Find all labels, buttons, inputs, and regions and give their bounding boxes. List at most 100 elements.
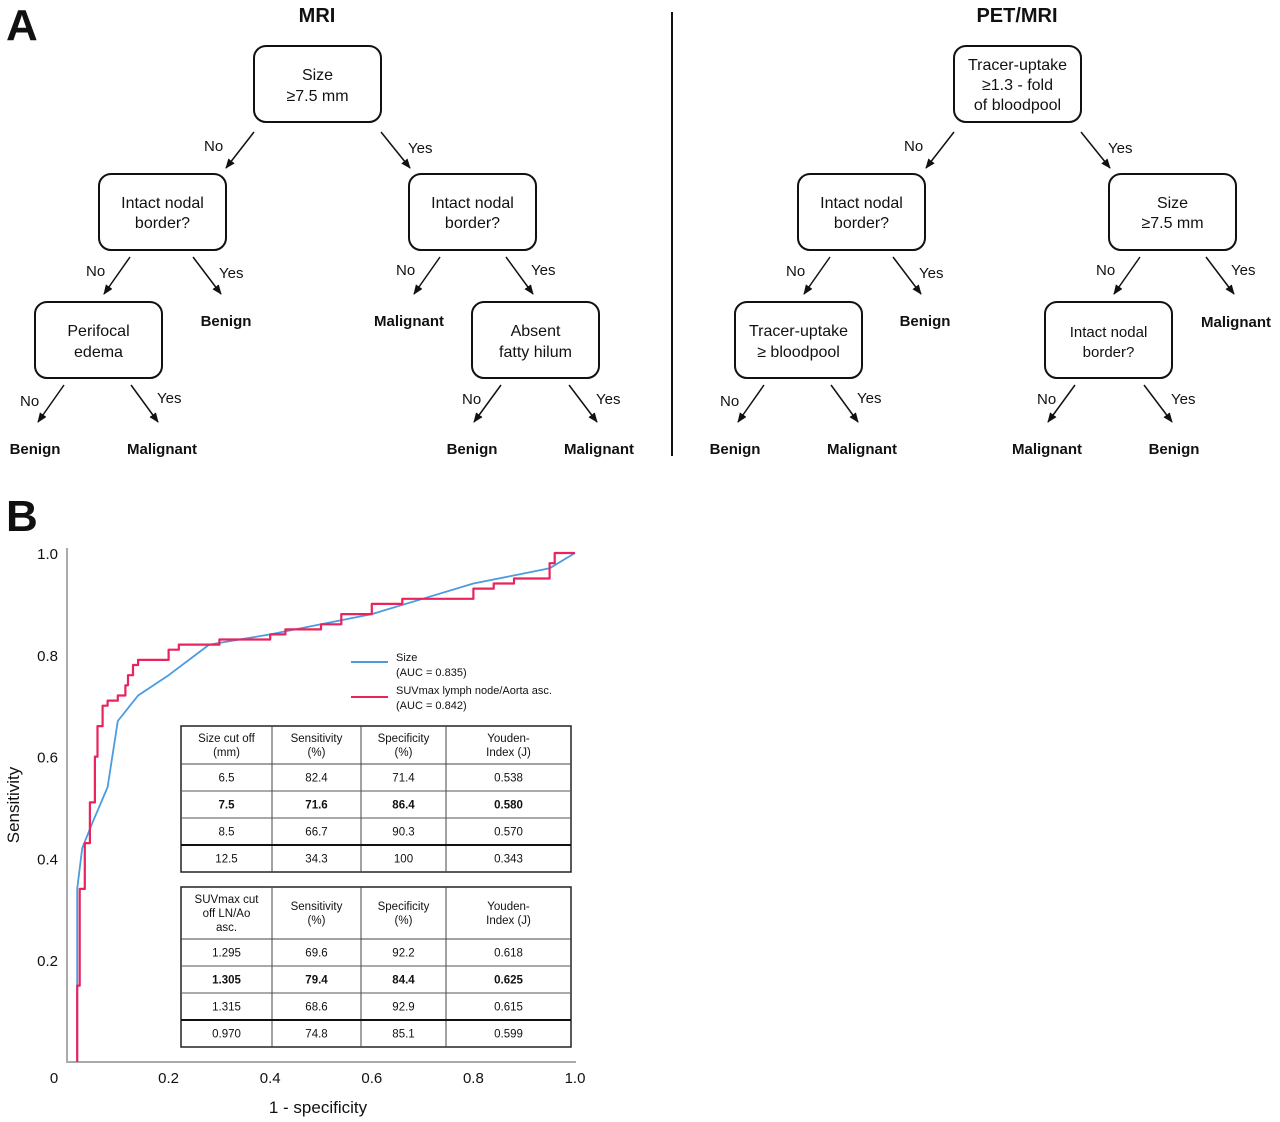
tree-edge-arrow <box>892 256 922 295</box>
svg-text:Absent: Absent <box>511 323 561 340</box>
tree-node-m5: Absent fatty hilum <box>471 301 600 379</box>
tree-edge-label: No <box>462 391 481 408</box>
table-cell: 69.6 <box>305 948 327 960</box>
table-header-cell: Index (J) <box>486 915 531 927</box>
tree-node-p1: Tracer-uptake ≥1.3 - fold of bloodpool <box>953 45 1082 123</box>
tree-edge-arrow <box>380 131 411 169</box>
mri-tree-title: MRI <box>299 5 336 27</box>
legend-label: Size <box>396 652 417 664</box>
table-header-cell: Sensitivity <box>291 901 343 913</box>
table-header-cell: Sensitivity <box>291 733 343 745</box>
table-header-cell: Specificity <box>378 733 430 745</box>
tree-edge-label: No <box>1037 391 1056 408</box>
tree-node-p2: Intact nodal border? <box>797 173 926 251</box>
tree-edge-arrow <box>192 256 222 295</box>
tree-node-p4: Tracer-uptake ≥ bloodpool <box>734 301 863 379</box>
tree-edge-arrow <box>130 384 159 423</box>
tree-edge-arrow <box>473 384 502 423</box>
mri-tree: MRI Size ≥7.5 mm Intact nodal border? In… <box>10 5 634 458</box>
table-cell: 1.295 <box>212 948 241 960</box>
tree-edge-label: No <box>204 138 223 155</box>
tree-edge-label: Yes <box>408 140 432 157</box>
table-cell: 74.8 <box>305 1029 327 1041</box>
svg-text:border?: border? <box>135 215 190 232</box>
y-axis-ticks: 0.20.40.60.81.0 <box>37 546 58 970</box>
table-cell: 0.343 <box>494 854 523 866</box>
tree-edge-label: Yes <box>219 265 243 282</box>
tree-edge-label: No <box>786 263 805 280</box>
tree-edge-label: Yes <box>1171 391 1195 408</box>
tree-node-p5: Intact nodal border? <box>1044 301 1173 379</box>
tree-edge-arrow <box>737 384 765 423</box>
table-cell: 0.538 <box>494 773 523 785</box>
tree-edge-label: No <box>86 263 105 280</box>
y-tick-label: 0.8 <box>37 648 58 665</box>
table-header-cell: off LN/Ao <box>203 908 251 920</box>
tree-edge-arrow <box>37 384 65 423</box>
y-tick-label: 1.0 <box>37 546 58 563</box>
tree-edge-arrow <box>830 384 859 423</box>
tree-edge-arrow <box>925 131 955 169</box>
table-cell: 12.5 <box>215 854 237 866</box>
tree-leaf-benign: Benign <box>10 441 61 458</box>
tree-node-m4: Perifocal edema <box>34 301 163 379</box>
svg-text:Tracer-uptake: Tracer-uptake <box>968 57 1067 74</box>
svg-text:Intact nodal: Intact nodal <box>121 195 204 212</box>
svg-text:Intact nodal: Intact nodal <box>431 195 514 212</box>
table-cell: 82.4 <box>305 773 328 785</box>
table-cell: 92.2 <box>392 948 414 960</box>
legend-label: (AUC = 0.842) <box>396 700 467 712</box>
table-cell: 85.1 <box>392 1029 414 1041</box>
tree-edge-arrow <box>568 384 598 423</box>
table-cell: 100 <box>394 854 413 866</box>
tree-edge-label: Yes <box>1231 262 1255 279</box>
tree-leaf-malignant: Malignant <box>127 441 197 458</box>
table-cell: 0.615 <box>494 1002 523 1014</box>
table-cell: 0.970 <box>212 1029 241 1041</box>
tree-leaf-malignant: Malignant <box>564 441 634 458</box>
table-border <box>180 725 572 873</box>
tree-edge-arrow <box>103 256 131 295</box>
x-tick-label: 0.2 <box>158 1070 179 1087</box>
tree-edge-arrow <box>1113 256 1141 295</box>
svg-text:Intact nodal: Intact nodal <box>1070 324 1148 341</box>
size-cutoff-table: Size cut off(mm)Sensitivity(%)Specificit… <box>180 725 572 873</box>
svg-text:Perifocal: Perifocal <box>67 323 129 340</box>
tree-edge-label: No <box>20 393 39 410</box>
table-header-cell: Youden- <box>487 901 530 913</box>
tree-edge-label: Yes <box>157 390 181 407</box>
tree-node-m3: Intact nodal border? <box>408 173 537 251</box>
table-cell: 71.4 <box>392 773 415 785</box>
table-header-cell: (%) <box>395 915 413 927</box>
table-cell: 0.599 <box>494 1029 523 1041</box>
tree-leaf-benign: Benign <box>1149 441 1200 458</box>
tree-edge-label: Yes <box>1108 140 1132 157</box>
table-header-cell: (%) <box>395 747 413 759</box>
table-header-cell: Youden- <box>487 733 530 745</box>
legend-label: SUVmax lymph node/Aorta asc. <box>396 685 552 697</box>
table-header-cell: (%) <box>308 915 326 927</box>
petmri-tree-title: PET/MRI <box>976 5 1057 27</box>
tree-node-p3: Size ≥7.5 mm <box>1108 173 1237 251</box>
table-cell: 1.315 <box>212 1002 241 1014</box>
tree-edge-arrow <box>803 256 831 295</box>
svg-text:≥ bloodpool: ≥ bloodpool <box>757 344 840 361</box>
table-cell: 0.570 <box>494 827 523 839</box>
table-header-cell: Index (J) <box>486 747 531 759</box>
tree-edge-label: No <box>720 393 739 410</box>
tree-leaf-benign: Benign <box>900 313 951 330</box>
y-tick-label: 0.4 <box>37 851 58 868</box>
tree-edge-arrow <box>1080 131 1111 169</box>
svg-text:border?: border? <box>1083 344 1135 361</box>
table-cell: 6.5 <box>219 773 235 785</box>
y-axis-title: Sensitivity <box>4 766 23 843</box>
table-cell: 66.7 <box>305 827 327 839</box>
tree-edge-label: Yes <box>857 390 881 407</box>
table-cell: 79.4 <box>305 975 328 987</box>
x-tick-label: 0 <box>50 1070 58 1087</box>
tree-edge-label: No <box>396 262 415 279</box>
tree-edge-arrow <box>413 256 441 295</box>
